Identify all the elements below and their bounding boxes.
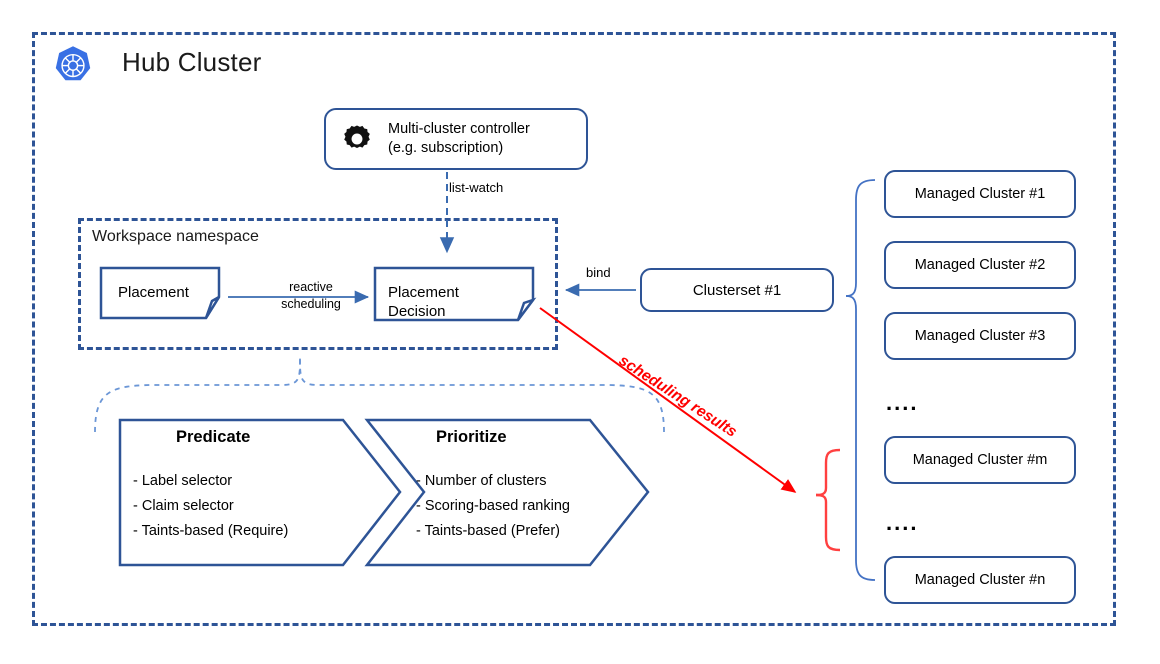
managed-cluster-n-box[interactable]: Managed Cluster #n <box>884 556 1076 604</box>
prioritize-item-list: - Number of clusters - Scoring-based ran… <box>416 469 570 544</box>
managed-cluster-label: Managed Cluster #3 <box>914 328 1046 344</box>
predicate-item-list: - Label selector - Claim selector - Tain… <box>133 469 288 544</box>
managed-cluster-2-box[interactable]: Managed Cluster #2 <box>884 241 1076 289</box>
multi-cluster-controller-label: Multi-cluster controller (e.g. subscript… <box>388 120 530 158</box>
hub-cluster-frame <box>32 32 1116 626</box>
gear-icon <box>326 123 388 155</box>
hub-cluster-title: Hub Cluster <box>122 47 262 77</box>
prioritize-item: - Number of clusters <box>416 473 547 489</box>
placement-label: Placement <box>118 284 189 301</box>
clusterset-label: Clusterset #1 <box>692 281 782 299</box>
reactive-scheduling-label: reactive scheduling <box>263 279 359 313</box>
predicate-title: Predicate <box>176 428 251 446</box>
predicate-item: - Claim selector <box>133 498 234 514</box>
controller-line-2: (e.g. subscription) <box>388 140 504 156</box>
reactive-line-2: scheduling <box>281 297 341 311</box>
managed-cluster-m-box[interactable]: Managed Cluster #m <box>884 436 1076 484</box>
prioritize-item: - Taints-based (Prefer) <box>416 523 560 539</box>
predicate-item: - Taints-based (Require) <box>133 523 289 539</box>
managed-cluster-1-box[interactable]: Managed Cluster #1 <box>884 170 1076 218</box>
placement-decision-label: Placement Decision <box>388 283 459 321</box>
clusterset-box[interactable]: Clusterset #1 <box>640 268 834 312</box>
placement-decision-line-2: Decision <box>388 303 446 320</box>
kubernetes-logo <box>55 46 91 81</box>
workspace-namespace-frame <box>78 218 558 350</box>
managed-cluster-label: Managed Cluster #m <box>912 452 1048 468</box>
prioritize-title: Prioritize <box>436 428 507 446</box>
list-watch-label: list-watch <box>449 180 504 195</box>
managed-cluster-3-box[interactable]: Managed Cluster #3 <box>884 312 1076 360</box>
multi-cluster-controller-box[interactable]: Multi-cluster controller (e.g. subscript… <box>324 108 588 170</box>
reactive-line-1: reactive <box>289 280 333 294</box>
managed-cluster-label: Managed Cluster #1 <box>914 186 1046 202</box>
prioritize-item: - Scoring-based ranking <box>416 498 570 514</box>
controller-line-1: Multi-cluster controller <box>388 121 530 137</box>
predicate-item: - Label selector <box>133 473 233 489</box>
placement-decision-line-1: Placement <box>388 284 459 301</box>
workspace-namespace-title: Workspace namespace <box>92 228 259 245</box>
managed-cluster-label: Managed Cluster #n <box>914 572 1046 588</box>
ellipsis-upper: .... <box>886 390 919 415</box>
managed-cluster-label: Managed Cluster #2 <box>914 257 1046 273</box>
ellipsis-lower: .... <box>886 510 919 535</box>
bind-label: bind <box>586 265 611 280</box>
